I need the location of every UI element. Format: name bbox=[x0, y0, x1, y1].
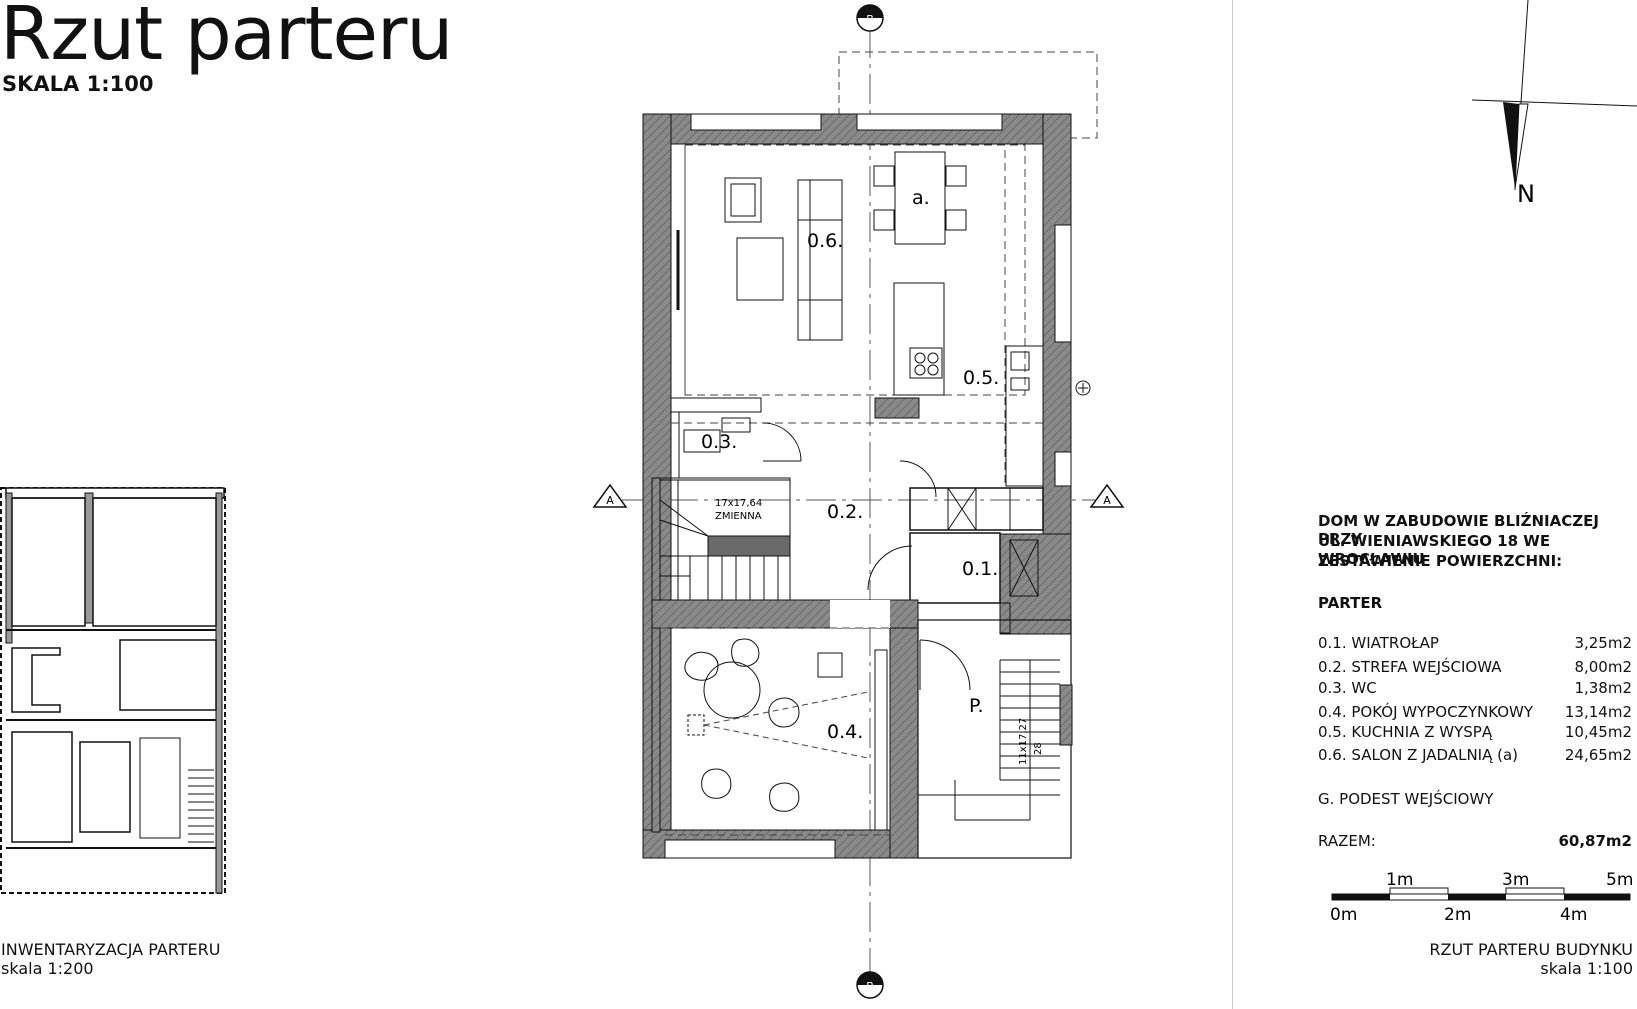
svg-text:A: A bbox=[606, 494, 614, 507]
summary-floor: PARTER bbox=[1318, 594, 1383, 612]
ground-floor-plan: B B A A bbox=[592, 4, 1125, 999]
scale-label-4: 4m bbox=[1560, 905, 1587, 925]
plan-scale: skala 1:100 bbox=[1540, 959, 1633, 978]
scale-label-5: 5m bbox=[1606, 870, 1633, 890]
inventory-plan bbox=[0, 487, 226, 894]
scale-bar: 0m 1m 2m 3m 4m 5m bbox=[1330, 870, 1633, 925]
room-label-0-5: 0.5. bbox=[963, 367, 999, 389]
svg-text:B: B bbox=[866, 980, 874, 993]
summary-row: 0.6. SALON Z JADALNIĄ (a)24,65m2 bbox=[1318, 746, 1632, 764]
summary-extra: G. PODEST WEJŚCIOWY bbox=[1318, 790, 1494, 808]
north-arrow: N bbox=[1471, 0, 1637, 208]
north-label: N bbox=[1517, 180, 1535, 208]
scale-label-3: 3m bbox=[1502, 870, 1529, 890]
section-marker-b-top: B bbox=[856, 4, 884, 32]
scale-label-1: 1m bbox=[1386, 870, 1413, 890]
room-label-0-1: 0.1. bbox=[962, 558, 998, 580]
stairs-note-1: 17x17,64 bbox=[715, 498, 762, 509]
room-label-a: a. bbox=[912, 187, 930, 209]
room-label-0-6: 0.6. bbox=[807, 230, 843, 252]
scale-label-0: 0m bbox=[1330, 905, 1357, 925]
summary-heading-3: ZESTAWIENIE POWIERZCHNI: bbox=[1318, 552, 1563, 570]
room-label-0-2: 0.2. bbox=[827, 501, 863, 523]
room-label-p: P. bbox=[969, 695, 984, 717]
summary-heading-2: UL. WIENIAWSKIEGO 18 WE WROCŁAWIU bbox=[1318, 532, 1551, 568]
svg-text:A: A bbox=[1103, 494, 1111, 507]
room-label-0-4: 0.4. bbox=[827, 721, 863, 743]
summary-heading-1: DOM W ZABUDOWIE BLIŹNIACZEJ PRZY bbox=[1318, 512, 1599, 548]
inventory-title: INWENTARYZACJA PARTERU bbox=[1, 940, 221, 959]
svg-text:B: B bbox=[866, 13, 874, 26]
stairs-note-4: 28 bbox=[1033, 742, 1044, 755]
room-label-0-3: 0.3. bbox=[701, 431, 737, 453]
section-marker-b-bottom: B bbox=[856, 971, 884, 999]
stairs-note-3: 11x17,27 bbox=[1018, 718, 1029, 765]
scale-label-2: 2m bbox=[1444, 905, 1471, 925]
column-divider bbox=[1232, 0, 1233, 1009]
page-title: Rzut parteru bbox=[0, 0, 453, 77]
plan-title: RZUT PARTERU BUDYNKU bbox=[1429, 940, 1633, 959]
inventory-scale: skala 1:200 bbox=[1, 959, 94, 978]
section-marker-a-left: A bbox=[592, 483, 628, 508]
summary-total: RAZEM:60,87m2 bbox=[1318, 832, 1632, 850]
page-scale: SKALA 1:100 bbox=[2, 72, 154, 96]
stairs-note-2: ZMIENNA bbox=[715, 511, 762, 522]
section-marker-a-right: A bbox=[1089, 483, 1125, 508]
